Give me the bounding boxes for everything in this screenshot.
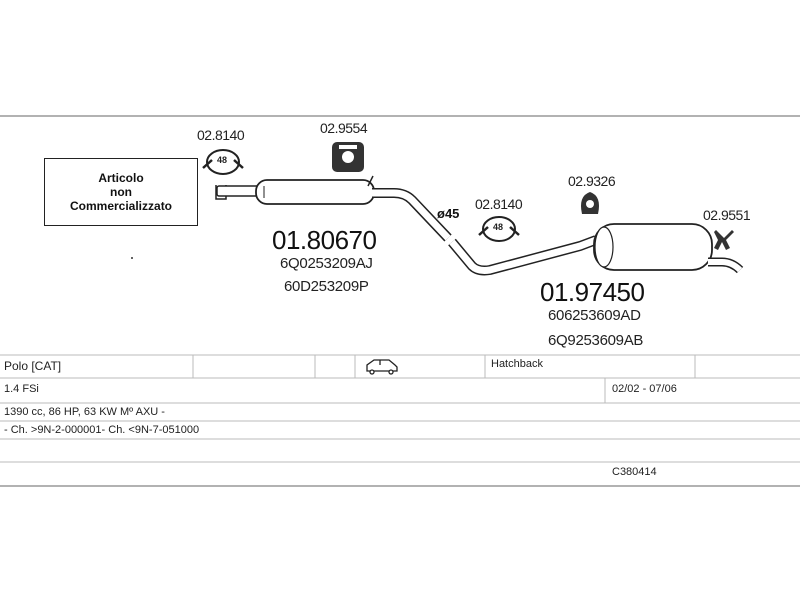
- rubber-hanger-icon: [332, 142, 364, 172]
- note-line-1: Articolo: [98, 171, 144, 185]
- hanger-front-code[interactable]: 02.9554: [320, 120, 368, 136]
- pipe-diameter: ø45: [437, 206, 460, 221]
- front-pipe: [215, 185, 260, 200]
- clamp-mid-code[interactable]: 02.8140: [475, 196, 523, 212]
- clamp-mid-size: 48: [493, 222, 504, 232]
- exhaust-clamp-icon: [478, 216, 520, 242]
- front-silencer: [255, 175, 375, 205]
- hanger-rear-code[interactable]: 02.9326: [568, 173, 616, 189]
- front-silencer-oem-1: 6Q0253209AJ: [280, 255, 373, 272]
- vehicle-engine: 1.4 FSi: [4, 383, 39, 395]
- exhaust-clamp-icon: [202, 149, 244, 175]
- rear-silencer: [593, 223, 713, 271]
- vehicle-body: Hatchback: [491, 358, 543, 370]
- catalog-code: C380414: [612, 466, 657, 478]
- note-line-3: Commercializzato: [69, 199, 173, 213]
- rear-silencer-oem-1: 606253609AD: [548, 307, 641, 324]
- clamp-front-size: 48: [217, 155, 228, 165]
- clamp-front-code[interactable]: 02.8140: [197, 127, 245, 143]
- vehicle-period: 02/02 - 07/06: [612, 383, 677, 395]
- rubber-hanger-icon: [714, 230, 734, 250]
- front-silencer-code[interactable]: 01.80670: [272, 225, 377, 255]
- car-hatchback-icon: [366, 359, 398, 375]
- vehicle-chassis: - Ch. >9N-2-000001- Ch. <9N-7-051000: [4, 424, 200, 436]
- note-line-2: non: [110, 185, 132, 199]
- tail-hanger-code[interactable]: 02.9551: [703, 207, 751, 223]
- frame-lines: [0, 115, 800, 487]
- info-table-grid: [0, 354, 800, 463]
- vehicle-specs: 1390 cc, 86 HP, 63 KW Mº AXU -: [4, 406, 165, 418]
- front-silencer-oem-2: 60D253209P: [284, 278, 369, 295]
- not-sold-note: Articolo non Commercializzato: [44, 158, 198, 226]
- rear-silencer-code[interactable]: 01.97450: [540, 277, 645, 307]
- vehicle-model: Polo [CAT]: [4, 359, 62, 373]
- rear-silencer-oem-2: 6Q9253609AB: [548, 332, 644, 349]
- rubber-hanger-icon: [581, 192, 599, 214]
